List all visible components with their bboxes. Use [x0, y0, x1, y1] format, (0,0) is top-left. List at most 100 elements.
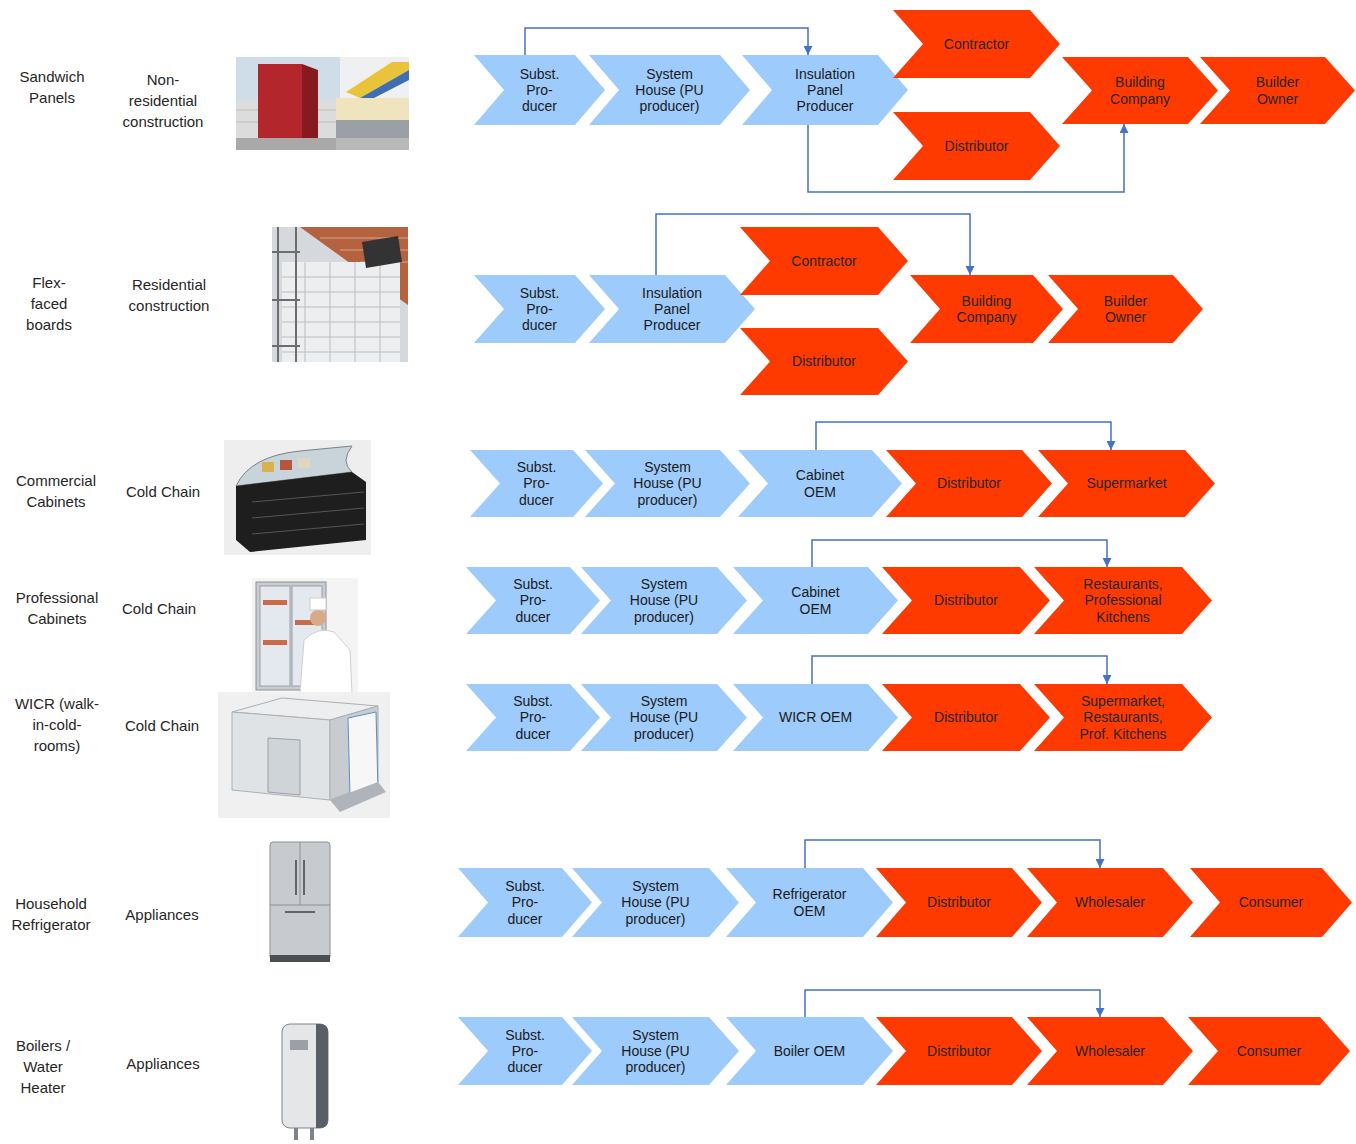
bypass-arrow [805, 990, 1100, 1017]
chevron-outline [466, 684, 600, 751]
channel-stage-chevron: Contractor [893, 10, 1060, 78]
supply-stage-chevron: Subst. Pro- ducer [458, 868, 592, 937]
chevron-text-area: Contractor [770, 227, 878, 295]
chevron-text-area: Cabinet OEM [763, 567, 868, 634]
chevron-outline [893, 10, 1060, 78]
chevron-text-area: Boiler OEM [756, 1017, 863, 1085]
chevron-outline [470, 450, 603, 517]
chevron-text-area: System House (PU producer) [619, 55, 720, 125]
chevron-outline [726, 1017, 893, 1085]
row-label: Household Refrigerator [4, 893, 99, 935]
channel-stage-chevron: Building Company [1062, 57, 1218, 124]
chevron-label: Subst. Pro- ducer [500, 1027, 550, 1075]
chevron-text-area: Supermarket [1068, 450, 1185, 517]
chevron-text-area: Distributor [923, 112, 1030, 180]
chevron-text-area: Subst. Pro- ducer [496, 567, 570, 634]
supply-stage-chevron: System House (PU producer) [589, 55, 750, 125]
chevron-outline [466, 567, 600, 634]
channel-stage-chevron: Supermarket [1038, 450, 1215, 517]
chevron-label: Boiler OEM [774, 1043, 846, 1059]
chevron-outline [474, 55, 605, 125]
channel-stage-chevron: Distributor [876, 868, 1042, 937]
chevron-outline [1062, 57, 1218, 124]
supply-stage-chevron: System House (PU producer) [572, 1017, 739, 1085]
chevron-label: Builder Owner [1091, 293, 1161, 325]
chevron-label: WICR OEM [779, 709, 852, 725]
row-label: Cold Chain [107, 715, 217, 736]
chevron-label: Supermarket [1086, 475, 1166, 491]
chevron-label: Building Company [952, 293, 1022, 325]
chevron-outline [733, 684, 898, 751]
supply-stage-chevron: Subst. Pro- ducer [466, 567, 600, 634]
supply-stage-chevron: Refrigerator OEM [726, 868, 893, 937]
chevron-label: Subst. Pro- ducer [500, 878, 550, 926]
row-label: Cold Chain [108, 481, 218, 502]
chevron-label: Subst. Pro- ducer [512, 459, 562, 507]
chevron-outline [910, 275, 1063, 343]
row-label: Boilers / Water Heater [12, 1035, 74, 1098]
channel-stage-chevron: Consumer [1188, 1017, 1350, 1085]
chevron-outline [581, 684, 747, 751]
channel-stage-chevron: Distributor [886, 450, 1052, 517]
chevron-text-area: System House (PU producer) [602, 868, 709, 937]
chevron-label: Insulation Panel Producer [790, 66, 860, 114]
channel-stage-chevron: Distributor [876, 1017, 1042, 1085]
chevron-outline [1027, 868, 1193, 937]
channel-stage-chevron: Restaurants, Professional Kitchens [1034, 567, 1212, 634]
row-label: Commercial Cabinets [9, 470, 104, 512]
chevron-outline [581, 567, 747, 634]
supply-stage-chevron: Subst. Pro- ducer [474, 55, 605, 125]
chevron-text-area: Subst. Pro- ducer [504, 275, 575, 343]
channel-stage-chevron: Consumer [1190, 868, 1352, 937]
chevron-text-area: Subst. Pro- ducer [496, 684, 570, 751]
water-heater-photo [282, 1024, 328, 1140]
chevron-label: Distributor [927, 894, 991, 910]
chevron-text-area: Consumer [1220, 868, 1322, 937]
chevron-outline [589, 275, 755, 343]
chevron-text-area: System House (PU producer) [602, 1017, 709, 1085]
channel-stage-chevron: Distributor [893, 112, 1060, 180]
chevron-text-area: Restaurants, Professional Kitchens [1064, 567, 1182, 634]
cold-room-photo [218, 692, 390, 818]
chevron-outline [589, 55, 750, 125]
building-photo [236, 57, 409, 150]
chevron-text-area: Wholesaler [1057, 1017, 1163, 1085]
chevron-text-area: Wholesaler [1057, 868, 1163, 937]
supply-stage-chevron: Insulation Panel Producer [589, 275, 755, 343]
bypass-arrow [525, 28, 808, 55]
chevron-label: Distributor [934, 709, 998, 725]
supply-stage-chevron: System House (PU producer) [585, 450, 750, 517]
supply-stage-chevron: WICR OEM [733, 684, 898, 751]
chevron-text-area: Builder Owner [1230, 57, 1325, 124]
chevron-label: System House (PU producer) [618, 1027, 694, 1075]
row-label: Flex- faced boards [22, 272, 77, 335]
supply-stage-chevron: Cabinet OEM [733, 567, 898, 634]
chevron-text-area: System House (PU producer) [611, 684, 717, 751]
chevron-outline [893, 112, 1060, 180]
chevron-label: Distributor [934, 592, 998, 608]
chevron-outline [882, 684, 1050, 751]
chevron-text-area: Subst. Pro- ducer [488, 868, 562, 937]
chevron-outline [585, 450, 750, 517]
chevron-outline [882, 567, 1050, 634]
channel-stage-chevron: Builder Owner [1048, 275, 1203, 343]
chevron-outline [572, 1017, 739, 1085]
chevron-text-area: System House (PU producer) [615, 450, 720, 517]
chevron-label: System House (PU producer) [632, 66, 708, 114]
chevron-outline [572, 868, 739, 937]
chevron-label: Consumer [1239, 894, 1304, 910]
chevron-outline [740, 227, 908, 295]
supply-stage-chevron: Subst. Pro- ducer [458, 1017, 592, 1085]
supply-stage-chevron: Boiler OEM [726, 1017, 893, 1085]
chevron-label: Contractor [791, 253, 856, 269]
channel-stage-chevron: Distributor [882, 684, 1050, 751]
channel-stage-chevron: Wholesaler [1027, 868, 1193, 937]
chevron-label: Wholesaler [1075, 1043, 1145, 1059]
chevron-outline [1038, 450, 1215, 517]
chevron-text-area: Builder Owner [1078, 275, 1173, 343]
chevron-text-area: Supermarket, Restaurants, Prof. Kitchens [1064, 684, 1182, 751]
row-label: Appliances [108, 1053, 218, 1074]
chevron-text-area: Distributor [770, 328, 878, 395]
chevron-text-area: System House (PU producer) [611, 567, 717, 634]
